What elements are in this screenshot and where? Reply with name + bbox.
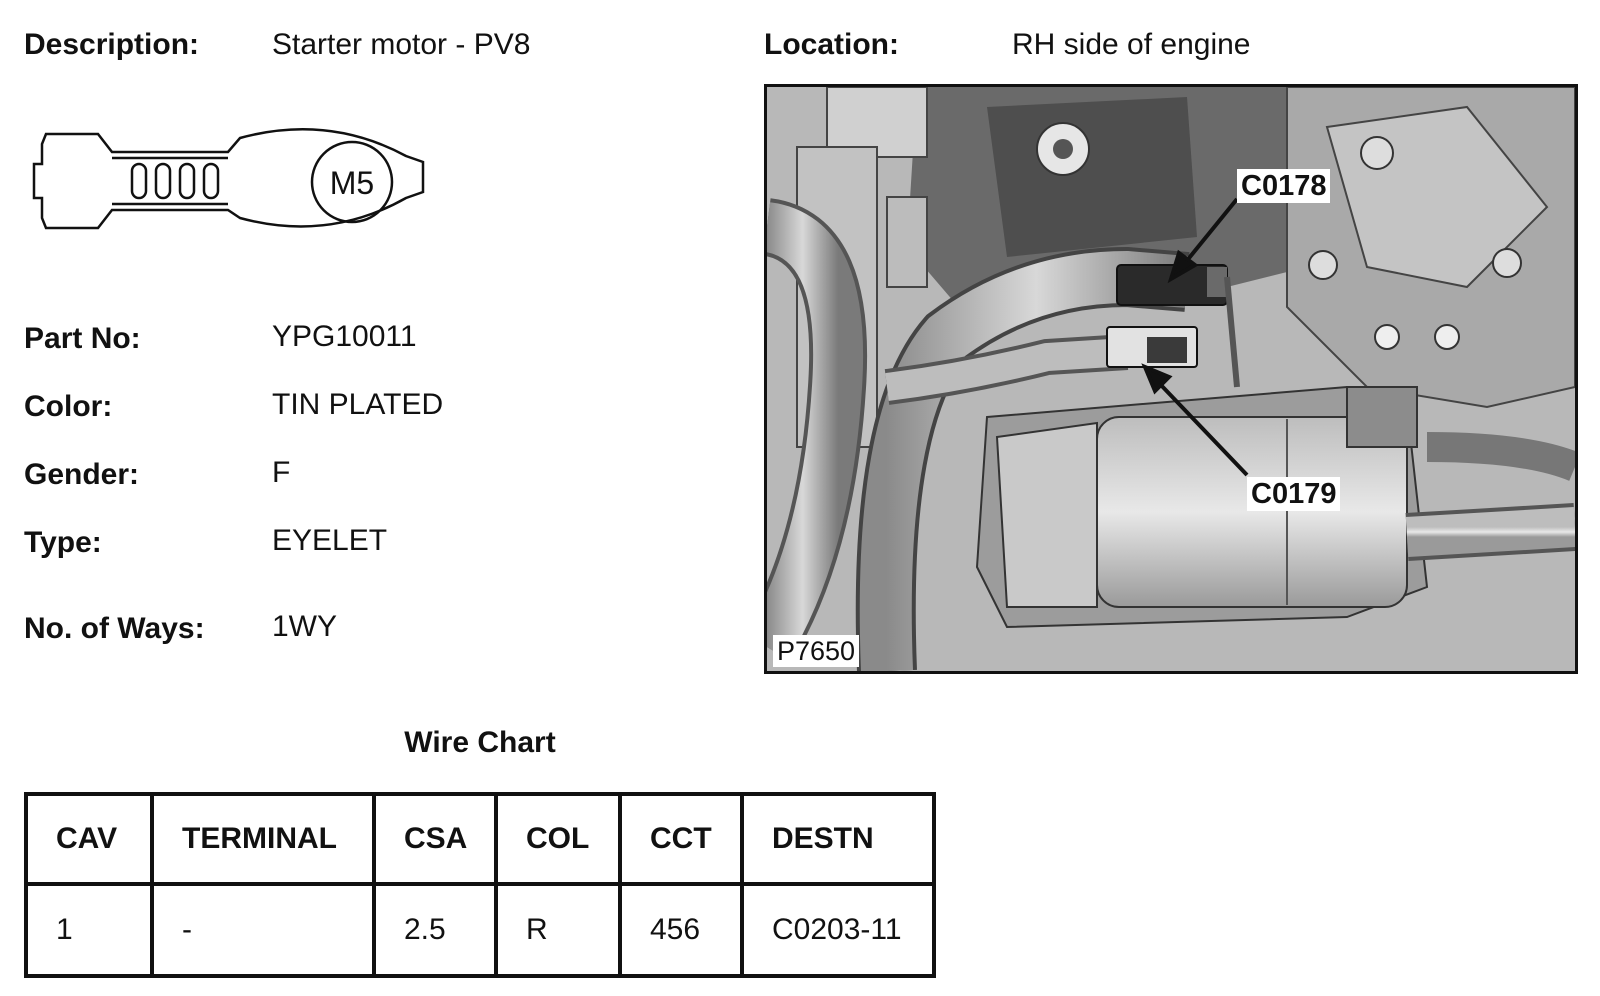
wire-chart-title: Wire Chart: [404, 726, 556, 759]
ways-label: No. of Ways:: [24, 612, 205, 645]
photo-id: P7650: [773, 635, 860, 667]
cell-csa: 2.5: [372, 882, 498, 978]
column-header-cav: CAV: [24, 792, 154, 886]
description-label: Description:: [24, 28, 200, 61]
column-header-destn: DESTN: [740, 792, 936, 886]
column-header-terminal: TERMINAL: [150, 792, 376, 886]
color-value: TIN PLATED: [272, 388, 444, 421]
size-mark: M5: [330, 165, 374, 201]
part-no-value: YPG10011: [272, 320, 417, 353]
engine-illustration: [767, 87, 1575, 671]
part-no-label: Part No:: [24, 322, 141, 355]
cell-col: R: [494, 882, 622, 978]
location-value: RH side of engine: [1012, 28, 1251, 61]
callout-c0178: C0178: [1237, 169, 1331, 203]
engine-location-photo: C0178 C0179 P7650: [764, 84, 1578, 674]
table-row: 1 - 2.5 R 456 C0203-11: [24, 882, 936, 978]
table-header-row: CAV TERMINAL CSA COL CCT DESTN: [24, 792, 936, 886]
gender-value: F: [272, 456, 291, 489]
type-label: Type:: [24, 526, 102, 559]
location-label: Location:: [764, 28, 899, 61]
callout-c0179: C0179: [1247, 477, 1341, 511]
cell-cct: 456: [618, 882, 744, 978]
gender-label: Gender:: [24, 458, 140, 491]
eyelet-terminal-drawing: M5: [32, 128, 425, 230]
cell-cav: 1: [24, 882, 154, 978]
wire-chart-table: CAV TERMINAL CSA COL CCT DESTN 1 - 2.5 R…: [24, 792, 936, 978]
column-header-col: COL: [494, 792, 622, 886]
description-value: Starter motor - PV8: [272, 28, 531, 61]
type-value: EYELET: [272, 524, 388, 557]
color-label: Color:: [24, 390, 113, 423]
column-header-csa: CSA: [372, 792, 498, 886]
cell-destn: C0203-11: [740, 882, 936, 978]
ways-value: 1WY: [272, 610, 338, 643]
column-header-cct: CCT: [618, 792, 744, 886]
cell-terminal: -: [150, 882, 376, 978]
